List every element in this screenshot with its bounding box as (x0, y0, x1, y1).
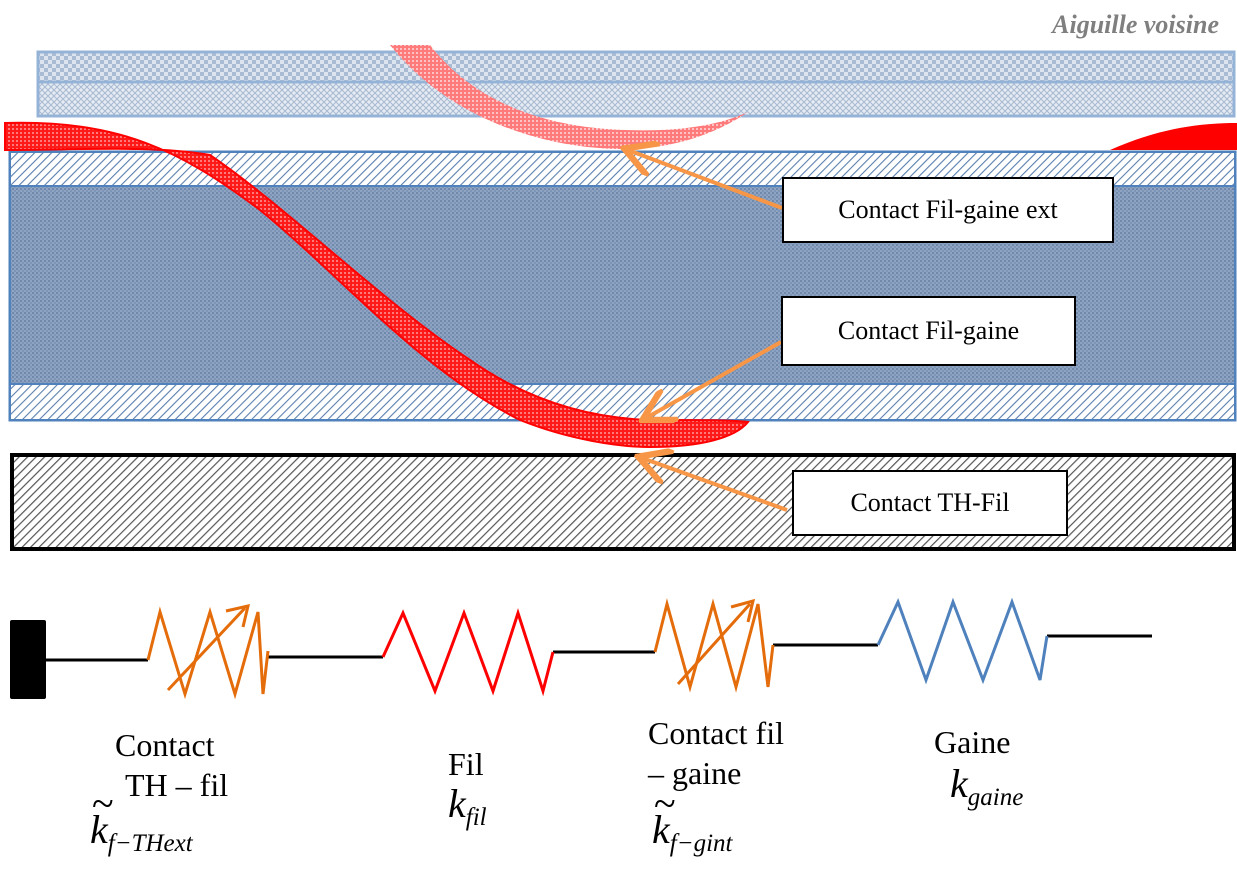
fixed-support (10, 620, 46, 699)
label-contact-fil-gaine: Contact fil – gaine (648, 713, 784, 793)
label-fil: Fil (448, 744, 484, 784)
symbol-k-gaine: kgaine (950, 760, 1023, 812)
label-gaine-line1: Gaine (934, 724, 1011, 760)
label-contact-th-fil-line2: TH – fil (125, 767, 229, 803)
label-contact-fil-gaine-line1: Contact fil (648, 715, 784, 751)
spring-contact-fil-gaine (653, 598, 775, 693)
symbol-subscript: fil (465, 804, 487, 831)
symbol-k: k (652, 807, 670, 852)
neighbour-needle (36, 50, 1236, 118)
label-contact-th-fil: Contact TH – fil (115, 725, 228, 805)
spring-fil (381, 608, 555, 697)
arrows (628, 150, 788, 512)
neighbour-needle-title: Aiguille voisine (1052, 10, 1219, 39)
symbol-k: k (950, 761, 968, 806)
arrow-fil-gaine (646, 340, 782, 418)
connector-lines (46, 634, 1152, 662)
symbol-subscript: f−gint (669, 830, 733, 857)
callout-th-fil: Contact TH-Fil (792, 470, 1068, 536)
spring-model (10, 597, 1152, 700)
wire-main (4, 121, 1237, 449)
callout-fil-gaine-ext: Contact Fil-gaine ext (782, 177, 1114, 243)
symbol-k-f-gint: ~kf−gint (652, 784, 733, 858)
tilde-mark: ~ (92, 781, 114, 826)
symbol-k: k (90, 807, 108, 852)
symbol-subscript: f−THext (107, 830, 193, 857)
symbol-k-fil: kfil (448, 780, 487, 832)
spring-gaine (876, 597, 1049, 685)
symbol-k-f-thext: ~kf−THext (90, 784, 193, 858)
callout-fil-gaine: Contact Fil-gaine (781, 296, 1076, 366)
label-contact-th-fil-line1: Contact (115, 727, 215, 763)
symbol-k: k (448, 781, 466, 826)
spring-contact-th-fil (146, 604, 270, 700)
tilde-mark: ~ (654, 781, 676, 826)
label-contact-fil-gaine-line2: – gaine (648, 755, 742, 791)
arrow-th-fil (642, 458, 788, 512)
wire-neighbour (390, 45, 748, 150)
symbol-subscript: gaine (967, 784, 1024, 811)
label-fil-line1: Fil (448, 746, 484, 782)
arrow-fil-gaine-ext (628, 150, 783, 210)
label-gaine: Gaine (934, 722, 1010, 762)
